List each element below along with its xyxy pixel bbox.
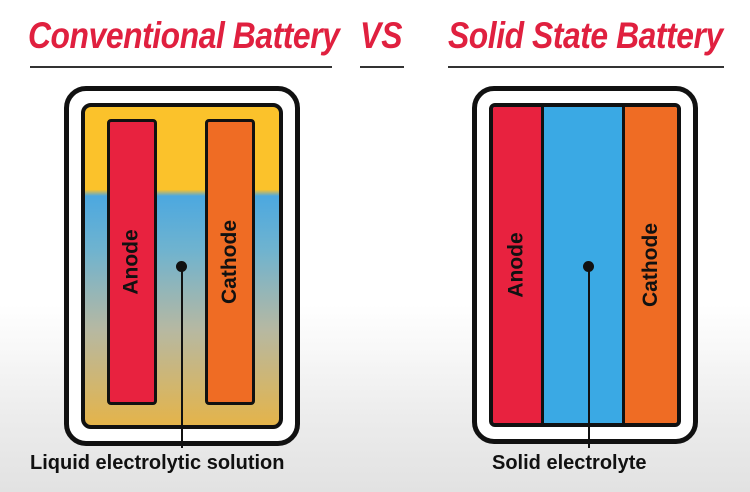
conventional-cathode: Cathode xyxy=(205,119,255,405)
solid-state-anode: Anode xyxy=(493,107,544,423)
solid-state-battery-casing: Anode Cathode xyxy=(472,86,698,444)
conventional-anode-label: Anode xyxy=(120,229,144,295)
conventional-cathode-label: Cathode xyxy=(218,220,241,304)
solid-state-cathode: Cathode xyxy=(622,107,677,423)
conventional-anode: Anode xyxy=(107,119,157,405)
solid-electrolyte-container: Anode Cathode xyxy=(489,103,681,427)
solid-electrolyte-caption: Solid electrolyte xyxy=(492,452,647,474)
conventional-leader-line xyxy=(181,266,183,448)
conventional-electrolyte-caption: Liquid electrolytic solution xyxy=(30,452,285,474)
vs-label: VS xyxy=(360,15,403,56)
conventional-battery-title: Conventional Battery xyxy=(28,15,340,56)
solid-state-battery-title: Solid State Battery xyxy=(448,15,723,56)
conventional-battery-casing: Anode Cathode xyxy=(64,86,300,446)
left-title-underline xyxy=(30,66,332,68)
solid-state-anode-label: Anode xyxy=(505,232,529,298)
vs-underline xyxy=(360,66,404,68)
solid-state-leader-line xyxy=(588,266,590,448)
right-title-underline xyxy=(448,66,724,68)
solid-state-cathode-label: Cathode xyxy=(639,223,662,307)
